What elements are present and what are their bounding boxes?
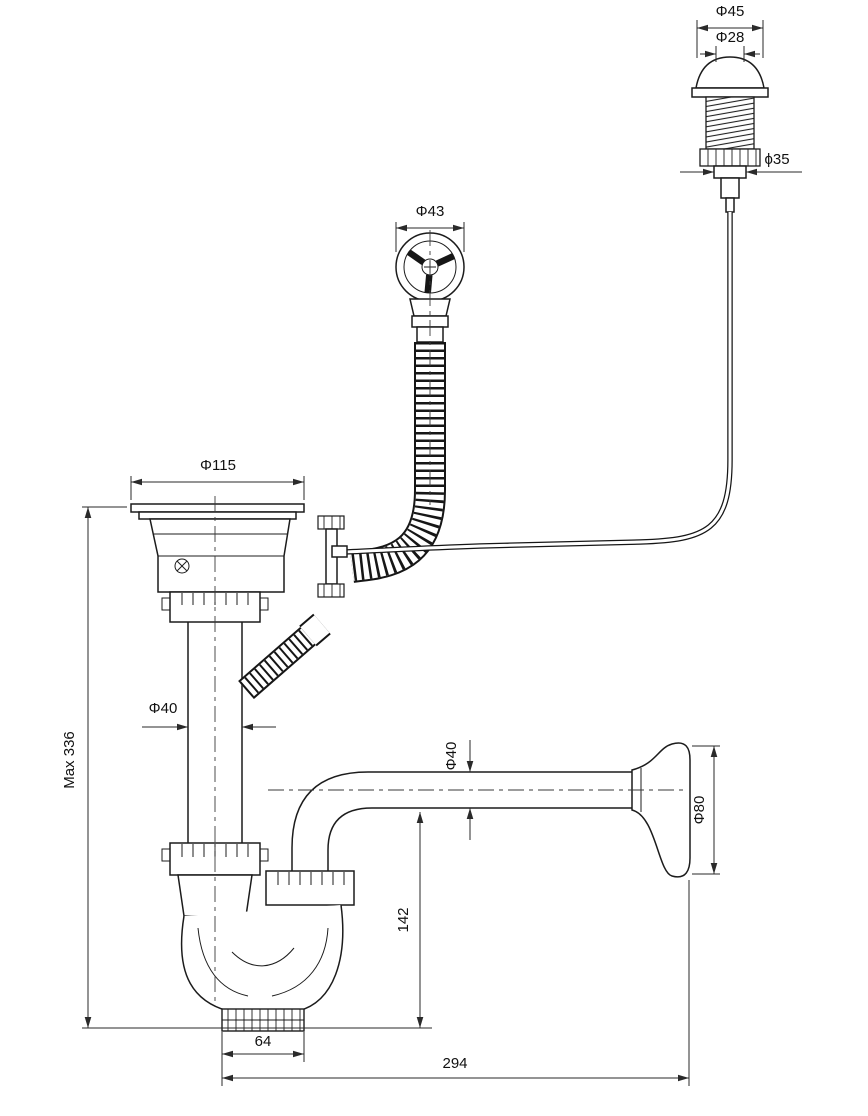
mounting-nut	[699, 148, 761, 167]
drain-flange-body	[130, 503, 345, 623]
overflow-hose	[350, 342, 446, 583]
side-inlet-stub	[238, 613, 331, 700]
cable-fitting	[725, 197, 735, 213]
button-cap	[695, 56, 765, 89]
centerlines	[214, 230, 688, 1004]
clamp-bolt-bottom	[317, 583, 345, 598]
dim-label-dia80: Φ80	[691, 796, 708, 825]
dim-label-dia28: Φ28	[716, 29, 745, 46]
flange-plate-lower	[138, 511, 297, 520]
clamp-bolt-top	[317, 515, 345, 530]
dim-label-dia115: Φ115	[200, 457, 236, 474]
dim-label-max336: Max 336	[61, 731, 78, 789]
wall-flange	[631, 742, 691, 878]
threaded-shank	[705, 96, 755, 150]
spoke	[424, 274, 433, 294]
dim-label-dia35: ϕ35	[764, 151, 789, 168]
trap-assembly	[161, 842, 355, 1032]
trap-nut-right	[265, 870, 355, 906]
dim-label-dia40-outlet: Φ40	[443, 742, 460, 771]
push-button-actuator	[691, 56, 769, 213]
collar	[713, 165, 747, 179]
spoke	[435, 253, 455, 267]
dim-label-142: 142	[395, 907, 412, 932]
control-cable	[331, 212, 733, 558]
cable-end-connector	[331, 545, 348, 558]
dim-label-294: 294	[442, 1055, 467, 1072]
dim-label-dia43: Φ43	[416, 203, 445, 220]
spoke	[406, 249, 426, 266]
trap-bowl	[180, 904, 344, 1012]
tailpipe	[187, 622, 243, 843]
flange-plate	[130, 503, 305, 513]
stem	[720, 177, 740, 199]
outlet-pipe-elbow	[291, 771, 632, 905]
dim-label-64: 64	[255, 1033, 272, 1050]
dim-label-dia45: Φ45	[716, 3, 745, 20]
dim-label-dia40-tailpipe: Φ40	[149, 700, 178, 717]
button-flange	[691, 87, 769, 98]
body-screw	[174, 558, 190, 574]
dimensions: Φ45 Φ28 ϕ35 Φ43 Φ115 Max 336 Φ40 Φ4	[61, 3, 802, 1086]
